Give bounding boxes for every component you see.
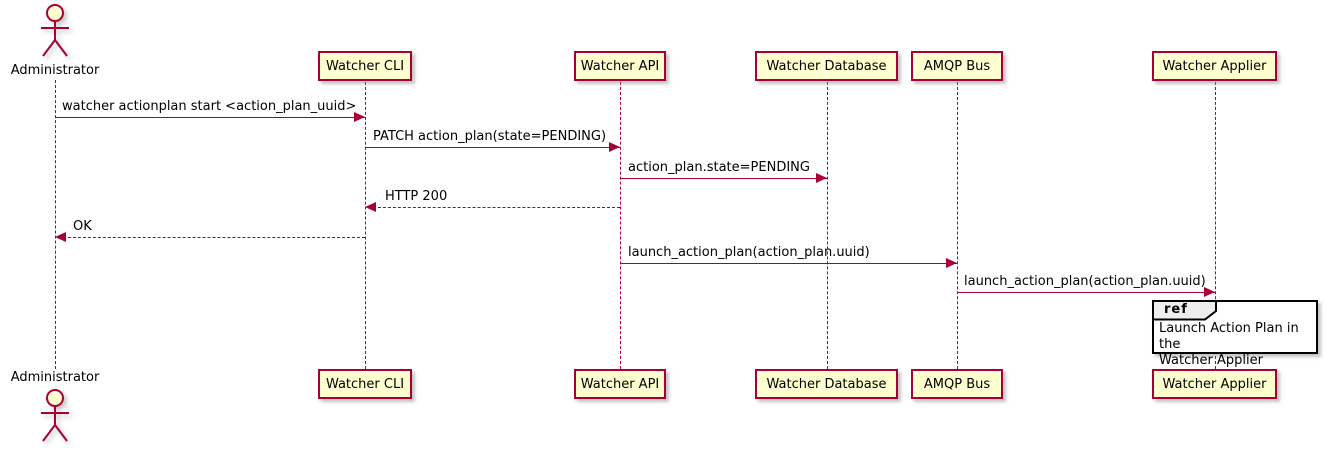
- participant-top-watcher-api: Watcher API: [574, 51, 666, 81]
- actor-icon: [41, 4, 69, 57]
- ref-keyword: ref: [1164, 302, 1188, 317]
- lifeline-administrator: [55, 80, 56, 369]
- participant-label: Watcher CLI: [325, 58, 405, 74]
- arrowhead-right-icon: [354, 112, 365, 122]
- participant-top-watcher-cli: Watcher CLI: [318, 51, 412, 81]
- participant-label: Watcher API: [580, 376, 660, 392]
- lifeline-watcher-database: [827, 82, 828, 369]
- lifeline-watcher-cli: [365, 82, 366, 369]
- participant-bottom-amqp-bus: AMQP Bus: [911, 369, 1003, 399]
- arrowhead-right-icon: [1204, 287, 1215, 297]
- message-label: HTTP 200: [385, 189, 448, 204]
- message-label: watcher actionplan start <action_plan_uu…: [62, 99, 357, 114]
- participant-label: AMQP Bus: [923, 58, 991, 74]
- participant-label: Watcher Applier: [1162, 376, 1267, 392]
- message-line: [55, 117, 365, 118]
- arrowhead-left-icon: [55, 232, 66, 242]
- message-label: action_plan.state=PENDING: [628, 160, 810, 175]
- arrowhead-right-icon: [609, 142, 620, 152]
- ref-body-text: Launch Action Plan in the Watcher Applie…: [1159, 321, 1299, 368]
- message-label: launch_action_plan(action_plan.uuid): [964, 274, 1206, 289]
- participant-label: Watcher CLI: [325, 376, 405, 392]
- message-line: [365, 147, 620, 148]
- participant-label: Watcher Database: [766, 58, 887, 74]
- participant-bottom-watcher-applier: Watcher Applier: [1152, 369, 1277, 399]
- participant-label: AMQP Bus: [923, 376, 991, 392]
- ref-frame: ref Launch Action Plan in the Watcher Ap…: [1152, 300, 1318, 368]
- message-label: PATCH action_plan(state=PENDING): [373, 129, 607, 144]
- lifeline-watcher-applier: [1215, 82, 1216, 369]
- arrowhead-right-icon: [946, 258, 957, 268]
- message-line: [58, 237, 365, 238]
- participant-label: Watcher API: [580, 58, 660, 74]
- lifeline-amqp-bus: [957, 82, 958, 369]
- message-line: [368, 207, 620, 208]
- message-label: OK: [73, 219, 92, 234]
- actor-label-top: Administrator: [10, 63, 100, 78]
- participant-label: Watcher Applier: [1162, 58, 1267, 74]
- participant-bottom-watcher-database: Watcher Database: [755, 369, 898, 399]
- message-label: launch_action_plan(action_plan.uuid): [628, 245, 870, 260]
- participant-top-watcher-applier: Watcher Applier: [1152, 51, 1277, 81]
- message-line: [620, 263, 957, 264]
- arrowhead-right-icon: [816, 173, 827, 183]
- participant-top-watcher-database: Watcher Database: [755, 51, 898, 81]
- actor-icon: [41, 389, 69, 442]
- message-line: [620, 178, 827, 179]
- participant-bottom-watcher-cli: Watcher CLI: [318, 369, 412, 399]
- actor-label-bottom: Administrator: [10, 370, 100, 385]
- arrowhead-left-icon: [365, 202, 376, 212]
- ref-pentagon-icon: [1152, 300, 1217, 321]
- message-line: [957, 292, 1215, 293]
- lifeline-watcher-api: [620, 82, 621, 369]
- participant-top-amqp-bus: AMQP Bus: [911, 51, 1003, 81]
- participant-bottom-watcher-api: Watcher API: [574, 369, 666, 399]
- participant-label: Watcher Database: [766, 376, 887, 392]
